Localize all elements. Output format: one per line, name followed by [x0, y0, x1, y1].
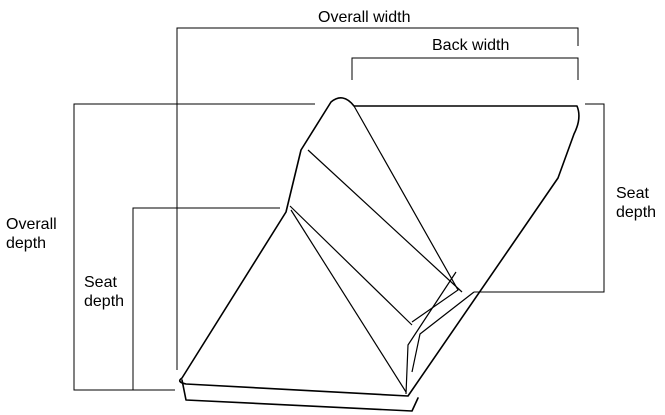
- seat-right-fold: [411, 291, 475, 373]
- overall-width-label: Overall width: [318, 9, 410, 26]
- back-width-label: Back width: [432, 37, 509, 54]
- back-lower-fold: [405, 271, 457, 395]
- seat-depth-right-dimension: [474, 103, 605, 293]
- seat-front-edge: [178, 97, 580, 397]
- seat-inner-edge: [290, 209, 407, 393]
- back-width-dimension: [351, 57, 579, 80]
- seat-depth-left-label-line2: depth: [84, 293, 124, 310]
- seat-depth-left-label-line1: Seat: [84, 274, 117, 291]
- back-inner-edge-upper: [289, 205, 413, 326]
- overall-width-dimension: [176, 27, 579, 370]
- overall-depth-label-line2: depth: [6, 235, 46, 252]
- overall-depth-label-line1: Overall: [6, 216, 57, 233]
- seat-depth-right-label-line1: Seat: [616, 185, 649, 202]
- dimension-lines: [73, 27, 605, 391]
- seat-depth-left-dimension: [132, 207, 280, 390]
- labels: Overall width Back width Overall depth S…: [6, 9, 656, 310]
- back-inner-edge-top: [307, 149, 463, 293]
- seat-depth-right-label-line2: depth: [616, 204, 656, 221]
- overall-depth-dimension: [73, 103, 315, 391]
- back-fold-line: [353, 105, 459, 323]
- corner-seat-outline: [178, 97, 580, 412]
- seat-base-edge: [181, 379, 419, 412]
